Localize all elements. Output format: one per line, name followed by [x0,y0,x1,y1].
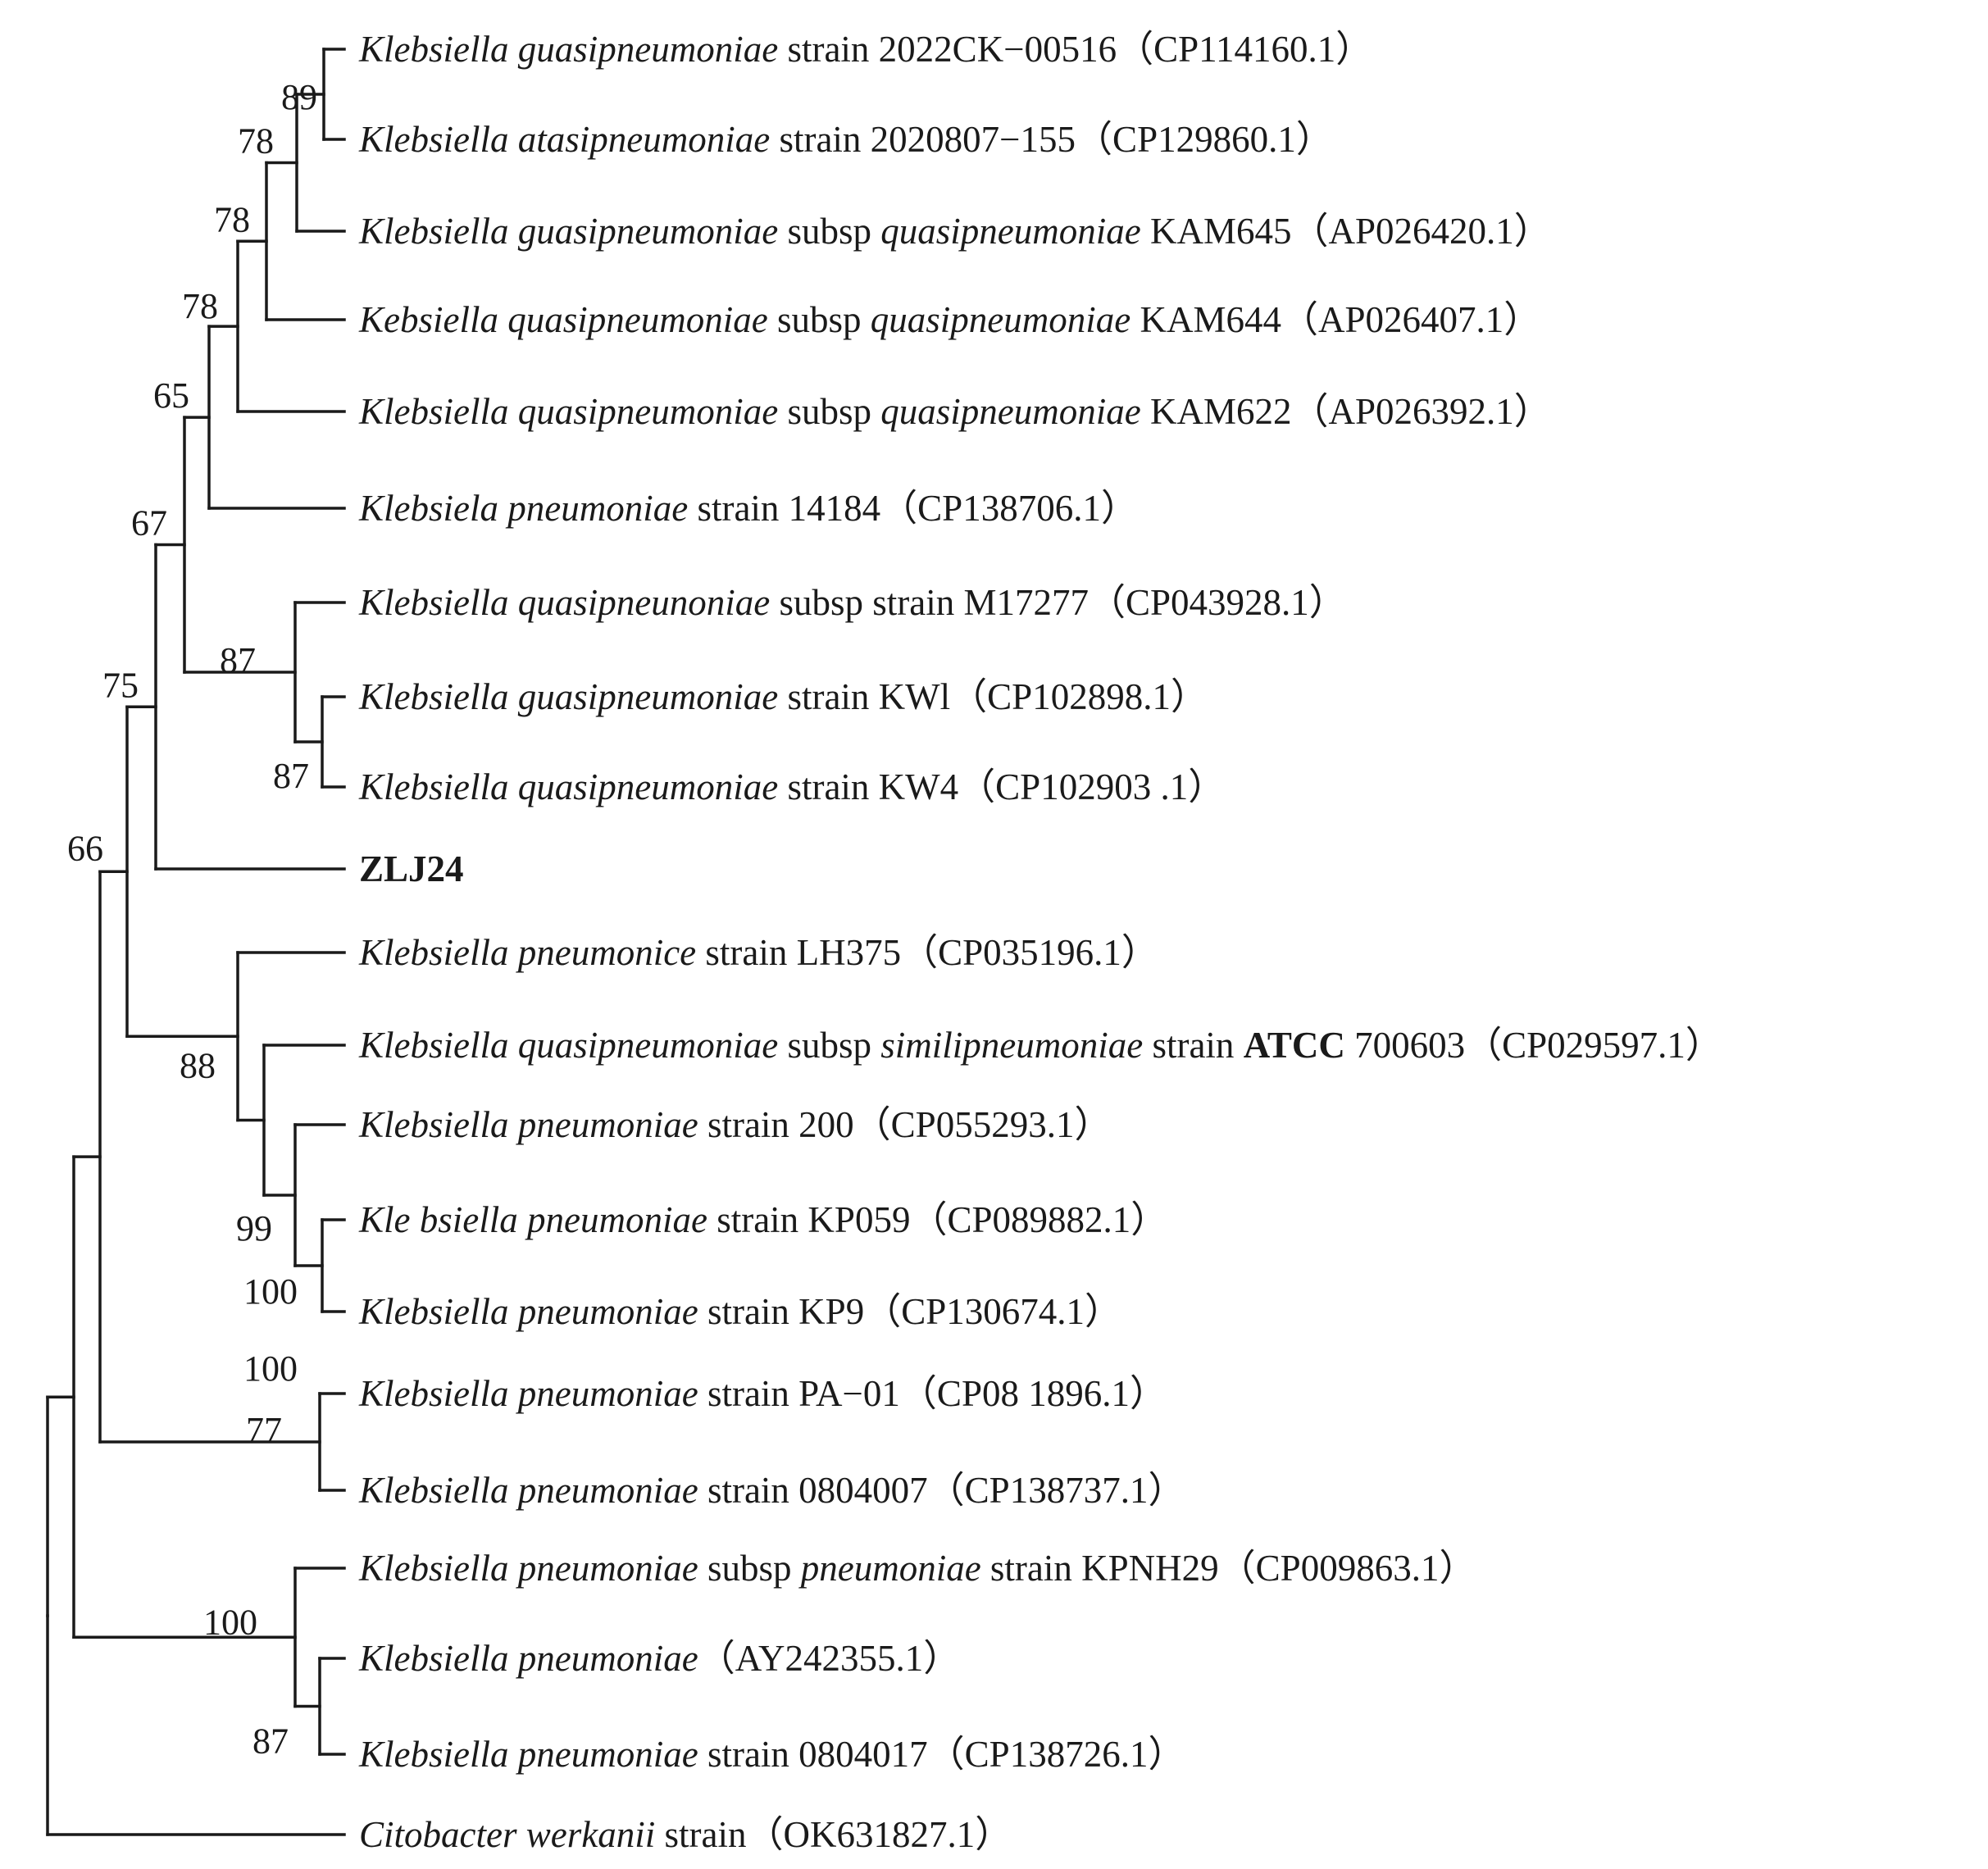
leaf-label-part: subsp [778,391,880,432]
bootstrap-n67: 67 [131,503,167,543]
bootstrap-n87c: 87 [252,1721,289,1762]
leaf-label-4: Kebsiella quasipneumoniae subsp quasipne… [358,299,1540,340]
leaf-label-part: Klebsiella pneumoniae [358,1734,698,1775]
leaf-label-6: Klebsiela pneumoniae strain 14184（CP1387… [358,488,1138,529]
leaf-label-part: strain KP059（CP089882.1） [707,1199,1167,1240]
leaf-label-part: Klebsiela pneumoniae [358,488,688,529]
leaf-label-part: quasipneumoniae [871,299,1130,340]
leaf-label-part: Klebsiella pneumoniae [358,1470,698,1511]
bootstrap-n99: 99 [236,1208,272,1248]
leaf-label-13: Klebsiella pneumoniae strain 200（CP05529… [358,1104,1111,1145]
leaf-label-20: Klebsiella pneumoniae strain 0804017（CP1… [358,1734,1185,1775]
leaf-labels: Klebsiella guasipneumoniae strain 2022CK… [358,29,1722,1855]
leaf-label-part: KAM644（AP026407.1） [1130,299,1540,340]
leaf-label-part: strain PA−01（CP08 1896.1） [698,1373,1167,1414]
leaf-label-part: pneumoniae [798,1548,981,1589]
bootstrap-n77: 77 [246,1410,282,1450]
leaf-label-part: strain 0804017（CP138726.1） [698,1734,1185,1775]
leaf-label-19: Klebsiella pneumoniae（AY242355.1） [358,1638,960,1679]
leaf-label-part: subsp [778,211,880,252]
bootstrap-n78b: 78 [214,199,250,239]
leaf-label-part: Klebsiella guasipneumoniae [358,29,778,70]
leaf-label-part: strain LH375（CP035196.1） [696,932,1158,973]
leaf-label-part: ZLJ24 [359,848,464,889]
leaf-label-part: Klebsiella pneumonice [358,932,696,973]
leaf-label-14: Kle bsiella pneumoniae strain KP059（CP08… [358,1199,1167,1240]
bootstrap-n89: 89 [281,77,317,117]
leaf-label-7: Klebsiella quasipneunoniae subsp strain … [358,582,1346,623]
leaf-label-part: strain 0804007（CP138737.1） [698,1470,1185,1511]
leaf-label-part: strain 2022CK−00516（CP114160.1） [778,29,1372,70]
leaf-label-part: Klebsiella quasipneumoniae [358,391,778,432]
leaf-label-3: Klebsiella guasipneumoniae subsp quasipn… [358,211,1551,252]
leaf-label-part: Klebsiella guasipneumoniae [358,211,778,252]
leaf-label-part: strain KWl（CP102898.1） [778,676,1208,717]
leaf-label-part: Klebsiella atasipneumoniae [358,119,770,160]
leaf-label-12: Klebsiella quasipneumoniae subsp similip… [358,1025,1722,1066]
leaf-label-part: quasipneumoniae [880,391,1140,432]
tree-branches [46,48,346,1836]
leaf-label-part: Klebsiella pneumoniae [358,1373,698,1414]
leaf-label-part: Klebsiella quasipneunoniae [358,582,770,623]
leaf-label-part: strain [1143,1025,1243,1066]
leaf-label-part: subsp [778,1025,880,1066]
leaf-label-part: KAM645（AP026420.1） [1141,211,1551,252]
leaf-label-part: KAM622（AP026392.1） [1141,391,1551,432]
leaf-label-part: Kebsiella quasipneumoniae [358,299,768,340]
leaf-label-2: Klebsiella atasipneumoniae strain 202080… [358,119,1333,160]
bootstrap-n100a: 100 [243,1271,298,1312]
bootstrap-n87a: 87 [220,640,256,680]
bootstrap-n75: 75 [102,665,139,705]
bootstrap-n65: 65 [153,375,189,416]
leaf-label-18: Klebsiella pneumoniae subsp pneumoniae s… [358,1548,1476,1589]
leaf-label-10: ZLJ24 [359,848,464,889]
leaf-label-part: Kle bsiella pneumoniae [358,1199,707,1240]
leaf-label-17: Klebsiella pneumoniae strain 0804007（CP1… [358,1470,1185,1511]
leaf-label-9: Klebsiella quasipneumoniae strain KW4（CP… [358,766,1225,807]
leaf-label-part: Klebsiella pneumoniae [358,1638,698,1679]
leaf-label-part: Klebsiella pneumoniae [358,1291,698,1332]
leaf-label-1: Klebsiella guasipneumoniae strain 2022CK… [358,29,1372,70]
leaf-label-11: Klebsiella pneumonice strain LH375（CP035… [358,932,1158,973]
leaf-label-8: Klebsiella guasipneumoniae strain KWl（CP… [358,676,1208,717]
leaf-label-16: Klebsiella pneumoniae strain PA−01（CP08 … [358,1373,1167,1414]
leaf-label-part: strain 200（CP055293.1） [698,1104,1112,1145]
leaf-label-part: subsp [698,1548,801,1589]
leaf-label-part: ATCC [1244,1025,1345,1066]
bootstrap-n78c: 78 [182,286,218,326]
bootstrap-n100b: 100 [203,1602,257,1642]
bootstrap-n78a: 78 [238,121,274,161]
leaf-label-15: Klebsiella pneumoniae strain KP9（CP13067… [358,1291,1121,1332]
bootstrap-n100c: 100 [243,1348,298,1389]
leaf-label-part: strain KPNH29（CP009863.1） [981,1548,1476,1589]
leaf-label-21: Citobacter werkanii strain（OK631827.1） [359,1814,1012,1855]
leaf-label-part: strain（OK631827.1） [655,1814,1012,1855]
leaf-label-part: （AY242355.1） [698,1638,961,1679]
bootstrap-n88: 88 [180,1045,216,1085]
bootstrap-n87b: 87 [273,756,309,796]
leaf-label-part: Klebsiella pneumoniae [358,1104,698,1145]
leaf-label-part: subsp [768,299,871,340]
leaf-label-part: subsp strain M17277（CP043928.1） [770,582,1346,623]
leaf-label-5: Klebsiella quasipneumoniae subsp quasipn… [358,391,1551,432]
leaf-label-part: strain 2020807−155（CP129860.1） [770,119,1333,160]
leaf-label-part: Klebsiella quasipneumoniae [358,766,778,807]
leaf-label-part: strain KW4（CP102903 .1） [778,766,1225,807]
leaf-label-part: strain 14184（CP138706.1） [688,488,1138,529]
leaf-label-part: quasipneumoniae [880,211,1140,252]
bootstrap-n66: 66 [67,828,103,868]
leaf-label-part: strain KP9（CP130674.1） [698,1291,1121,1332]
leaf-label-part: Klebsiella quasipneumoniae [358,1025,778,1066]
leaf-label-part: Klebsiella pneumoniae [358,1548,698,1589]
leaf-label-part: 700603（CP029597.1） [1345,1025,1722,1066]
leaf-label-part: Citobacter werkanii [359,1814,655,1855]
leaf-label-part: similipneumoniae [880,1025,1143,1066]
leaf-label-part: Klebsiella guasipneumoniae [358,676,778,717]
